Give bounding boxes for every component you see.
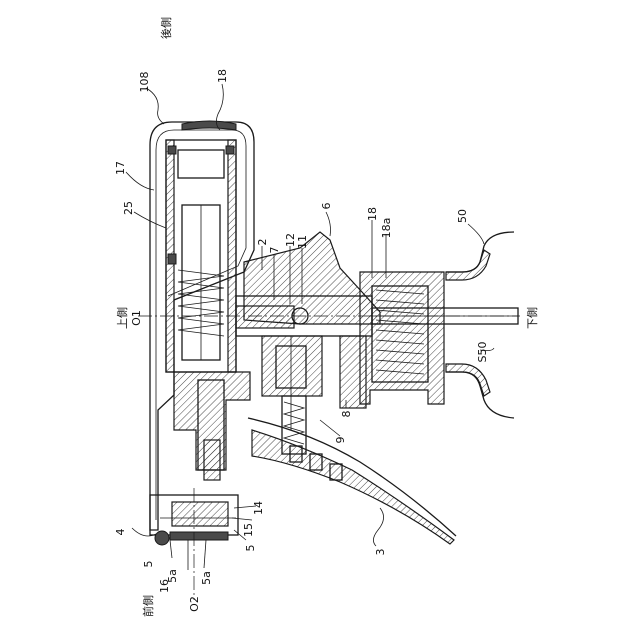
label-ref-25: 25 bbox=[122, 201, 135, 215]
seal-right bbox=[226, 146, 234, 154]
nozzle-tip bbox=[155, 531, 169, 545]
label-ref-18-right: 18 bbox=[366, 207, 379, 221]
label-ref-16: 16 bbox=[158, 579, 171, 593]
cross-section-drawing bbox=[138, 121, 520, 600]
plunger-spring-coil bbox=[284, 402, 304, 444]
label-ref-2: 2 bbox=[256, 239, 269, 246]
cylinder-wall-right bbox=[228, 140, 236, 372]
nozzle-insert bbox=[172, 502, 228, 526]
plunger bbox=[262, 336, 322, 396]
label-ref-108: 108 bbox=[138, 72, 151, 93]
label-upper-side: 上側 bbox=[116, 307, 129, 329]
label-ref-11: 11 bbox=[296, 235, 309, 249]
label-axis-o2: O2 bbox=[188, 596, 201, 612]
valve-block-lower bbox=[204, 440, 220, 480]
label-ref-5-right: 5 bbox=[244, 545, 257, 552]
container-neck-hatch bbox=[446, 250, 490, 280]
piston-upper bbox=[178, 150, 224, 178]
inner-piston bbox=[236, 306, 294, 328]
label-ref-14: 14 bbox=[252, 501, 265, 515]
label-axis-o1: O1 bbox=[130, 310, 143, 326]
label-ref-8: 8 bbox=[340, 411, 353, 418]
label-rear-side: 後側 bbox=[159, 17, 173, 39]
label-ref-17: 17 bbox=[114, 161, 127, 175]
label-ref-5a-right: 5a bbox=[200, 571, 213, 585]
label-ref-50: 50 bbox=[456, 209, 469, 223]
label-ref-18a: 18a bbox=[380, 218, 393, 239]
label-front-side: 前側 bbox=[141, 595, 155, 617]
label-ref-3: 3 bbox=[374, 549, 387, 556]
label-ref-9: 9 bbox=[334, 437, 347, 444]
label-ref-7: 7 bbox=[268, 247, 281, 254]
label-lower-side: 下側 bbox=[526, 307, 539, 329]
label-ref-18: 18 bbox=[216, 69, 229, 83]
label-ref-4: 4 bbox=[114, 529, 127, 536]
container-neck-hatch-lower bbox=[446, 364, 490, 396]
label-ref-s50: S50 bbox=[476, 342, 489, 363]
nozzle-tip-plate bbox=[170, 532, 228, 540]
label-ref-15: 15 bbox=[242, 523, 255, 537]
cover-top-cap bbox=[182, 121, 236, 130]
label-ref-6: 6 bbox=[320, 203, 333, 210]
label-ref-5-left: 5 bbox=[142, 561, 155, 568]
seal-mid-left bbox=[168, 254, 176, 264]
seal-left bbox=[168, 146, 176, 154]
